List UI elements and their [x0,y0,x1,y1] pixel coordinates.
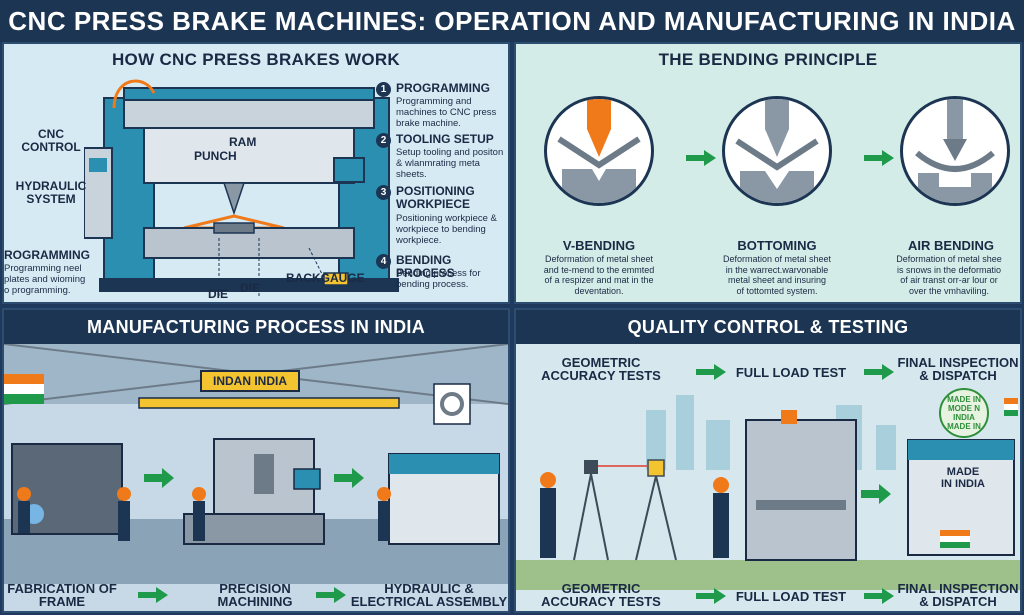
quality-step-label-bottom: FINAL INSPECTION & DISPATCH [897,581,1019,609]
step-number: 3 [376,185,391,200]
step-description: Bending process for bending process. [396,268,481,290]
testing-illustration [516,395,1020,590]
factory-sign: INDAN INDIA [200,370,300,392]
label-programming: PROGRAMMING [2,248,90,262]
factory-illustration [4,344,508,584]
made-in-india-label: MADE IN INDIA [941,466,985,490]
step-number: 2 [376,133,391,148]
step-title: PROGRAMMING [396,81,490,95]
bottoming-icon [735,99,819,203]
bending-type-description: Deformation of metal sheet in the warrec… [722,254,832,296]
manufacturing-step-label: HYDRAULIC & ELECTRICAL ASSEMBLY [350,581,508,609]
panel-heading: HOW CNC PRESS BRAKES WORK [111,50,400,69]
arrow-right-icon [316,587,346,603]
step-3: 3 POSITIONING WORKPIECE Positioning work… [376,184,508,246]
page-title: CNC PRESS BRAKE MACHINES: OPERATION AND … [0,0,1024,42]
step-title: BENDING PROCESS [396,253,455,280]
step-title: TOOLING SETUP [396,132,494,146]
panel-heading: QUALITY CONTROL & TESTING [516,310,1020,344]
step-number: 4 [376,254,391,269]
label-die-2: DIE [240,281,261,295]
bending-type-title: AIR BENDING [908,238,994,253]
quality-step-label-top: FULL LOAD TEST [735,365,847,380]
label-die-1: DIE [208,287,229,301]
step-4: 4 BENDING PROCESS Bending process for be… [376,253,508,298]
quality-step-label-top: GEOMETRIC ACCURACY TESTS [541,355,661,383]
panel-quality-control: QUALITY CONTROL & TESTING [514,308,1022,613]
arrow-right-icon [138,587,168,603]
step-1: 1 PROGRAMMING Programming and machines t… [376,81,508,129]
arrow-right-icon [696,364,726,380]
manufacturing-step-label: FABRICATION OF FRAME [7,581,117,609]
panel-how-it-works: HOW CNC PRESS BRAKES WORK [2,42,510,304]
label-ram: RAM [229,135,257,149]
panel-bending-principle: THE BENDING PRINCIPLE [514,42,1022,304]
step-description: Programming and machines to CNC press br… [396,96,497,129]
bottoming-diagram [722,96,832,206]
step-description: Setup tooling and positon & wlanmrating … [396,147,504,180]
air-bending-icon [915,99,995,203]
bending-type-title: V-BENDING [562,238,636,253]
bending-type-description: Deformation of metal shee is snows in th… [896,254,1002,296]
step-title: POSITIONING WORKPIECE [396,184,475,211]
programming-description: Programming neel plates and wioming o pr… [4,263,86,296]
arrow-right-icon [864,588,894,604]
arrow-right-icon [864,150,894,166]
arrow-right-icon [686,150,716,166]
made-in-india-stamp: MADE IN MODE N INDIA MADE IN [939,388,989,438]
quality-step-label-bottom: FULL LOAD TEST [735,589,847,604]
label-hydraulic-system: HYDRAULIC SYSTEM [15,179,87,206]
v-bending-diagram [544,96,654,206]
step-2: 2 TOOLING SETUP Setup tooling and posito… [376,132,508,180]
label-backgauge: BACKGAUGE [286,271,365,285]
air-bending-diagram [900,96,1010,206]
press-brake-illustration [84,79,399,296]
step-description: Positioning workpiece & workpiece to ben… [396,213,497,246]
step-number: 1 [376,82,391,97]
panel-heading: MANUFACTURING PROCESS IN INDIA [4,310,508,344]
panel-manufacturing: MANUFACTURING PROCESS IN INDIA [2,308,510,613]
v-bending-icon [557,99,641,203]
arrow-right-icon [864,364,894,380]
label-punch: PUNCH [194,149,237,163]
arrow-right-icon [696,588,726,604]
bending-type-title: BOTTOMING [737,238,817,253]
bending-type-description: Deformation of metal sheet and te-mend t… [543,254,655,296]
manufacturing-step-label: PRECISION MACHINING [217,581,293,609]
quality-step-label-bottom: GEOMETRIC ACCURACY TESTS [541,581,661,609]
quality-step-label-top: FINAL INSPECTION & DISPATCH [897,355,1019,383]
label-cnc-control: CNC CONTROL [21,127,81,154]
panel-heading: THE BENDING PRINCIPLE [658,50,878,69]
